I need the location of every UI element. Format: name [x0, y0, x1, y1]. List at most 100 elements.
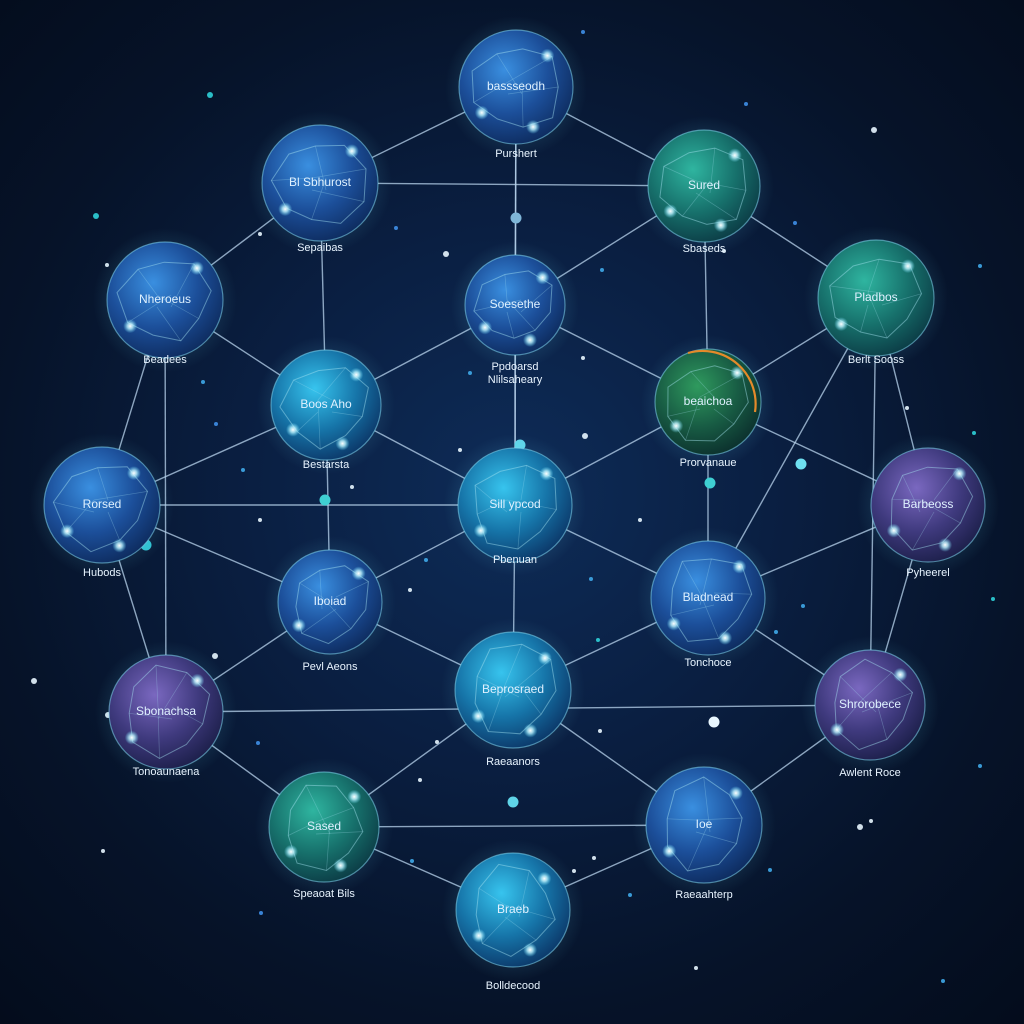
gem-facet-line	[506, 311, 515, 339]
gem-facet-line	[667, 408, 701, 417]
gem-facet-line	[305, 785, 331, 835]
gem-facet-line	[473, 299, 522, 312]
sparkle	[523, 723, 538, 738]
gem-facet-line	[482, 904, 520, 944]
star-dot	[774, 630, 778, 634]
node-label: Soesethe	[490, 297, 541, 311]
star-dot	[582, 433, 588, 439]
gem-facet	[128, 664, 211, 759]
gem-facet-line	[713, 408, 735, 425]
gem-facet-line	[288, 821, 317, 836]
sparkle	[938, 537, 953, 552]
sparkle	[666, 616, 681, 631]
star-dot	[694, 966, 698, 970]
node-label: Sbonachsa	[136, 704, 196, 718]
star-dot	[801, 604, 805, 608]
star-dot	[214, 422, 218, 426]
node-label: Nheroeus	[139, 292, 191, 306]
gem-facet-line	[319, 570, 323, 610]
sparkle	[730, 365, 745, 380]
sparkle	[830, 722, 844, 737]
gem-facet-line	[311, 177, 327, 220]
node-label: Sured	[688, 178, 720, 192]
gem-facet-line	[507, 86, 559, 95]
star-dot	[768, 868, 772, 872]
node-label: Shrorobece	[839, 697, 901, 711]
sparkle	[349, 367, 364, 382]
star-dot	[589, 577, 593, 581]
node-label: Sased	[307, 819, 341, 833]
star-dot	[978, 264, 982, 268]
star-dot	[941, 979, 945, 983]
gem-facet-line	[860, 304, 869, 333]
gem-facet-line	[919, 499, 961, 524]
node-caption: Tonchoce	[684, 657, 731, 669]
star-dot	[458, 448, 462, 452]
star-dot	[978, 764, 982, 768]
star-dot	[572, 869, 576, 873]
gem-facet-line	[477, 676, 520, 698]
node-caption: Pevl Aeons	[302, 661, 358, 673]
node-label: Beprosraed	[482, 682, 544, 696]
gem-facet-line	[335, 581, 369, 598]
gem-facet-line	[321, 596, 352, 630]
sparkle	[112, 538, 127, 553]
gem-facet-line	[315, 807, 354, 823]
star-dot	[394, 226, 398, 230]
sparkle	[886, 523, 901, 538]
gem-facet-line	[891, 498, 921, 501]
node-caption: Pbenuan	[493, 554, 537, 566]
sparkle	[893, 667, 908, 682]
star-dot	[598, 729, 602, 733]
gem-facet-line	[520, 465, 527, 501]
gem-facet-line	[695, 180, 746, 191]
sparkle	[189, 261, 204, 276]
sparkle	[333, 858, 348, 873]
star-dot	[256, 741, 260, 745]
node-label: bassseodh	[487, 79, 545, 93]
sparkle	[190, 673, 205, 688]
gem-facet-line	[487, 684, 506, 732]
gem-facet-line	[520, 284, 553, 313]
star-dot	[93, 213, 99, 219]
sparkle	[278, 202, 293, 217]
gem-facet-line	[911, 511, 935, 551]
gem-facet	[116, 261, 212, 342]
sparkle	[478, 320, 492, 335]
sparkle	[537, 651, 552, 666]
sparkle	[523, 942, 538, 957]
gem-facet-line	[861, 672, 892, 701]
gem-facet-line	[685, 396, 701, 441]
sparkle	[669, 418, 684, 433]
gem-facet-line	[317, 399, 321, 450]
gem-facet	[475, 863, 556, 957]
gem-facet-line	[53, 501, 95, 513]
gem-facet-line	[687, 819, 711, 872]
gem-facet-line	[107, 511, 121, 541]
node-caption: Bolldecood	[486, 980, 540, 992]
gem-facet	[829, 258, 923, 339]
node-caption: Awlent Roce	[839, 767, 901, 779]
gem-facet-line	[506, 499, 557, 510]
sparkle	[60, 524, 75, 539]
